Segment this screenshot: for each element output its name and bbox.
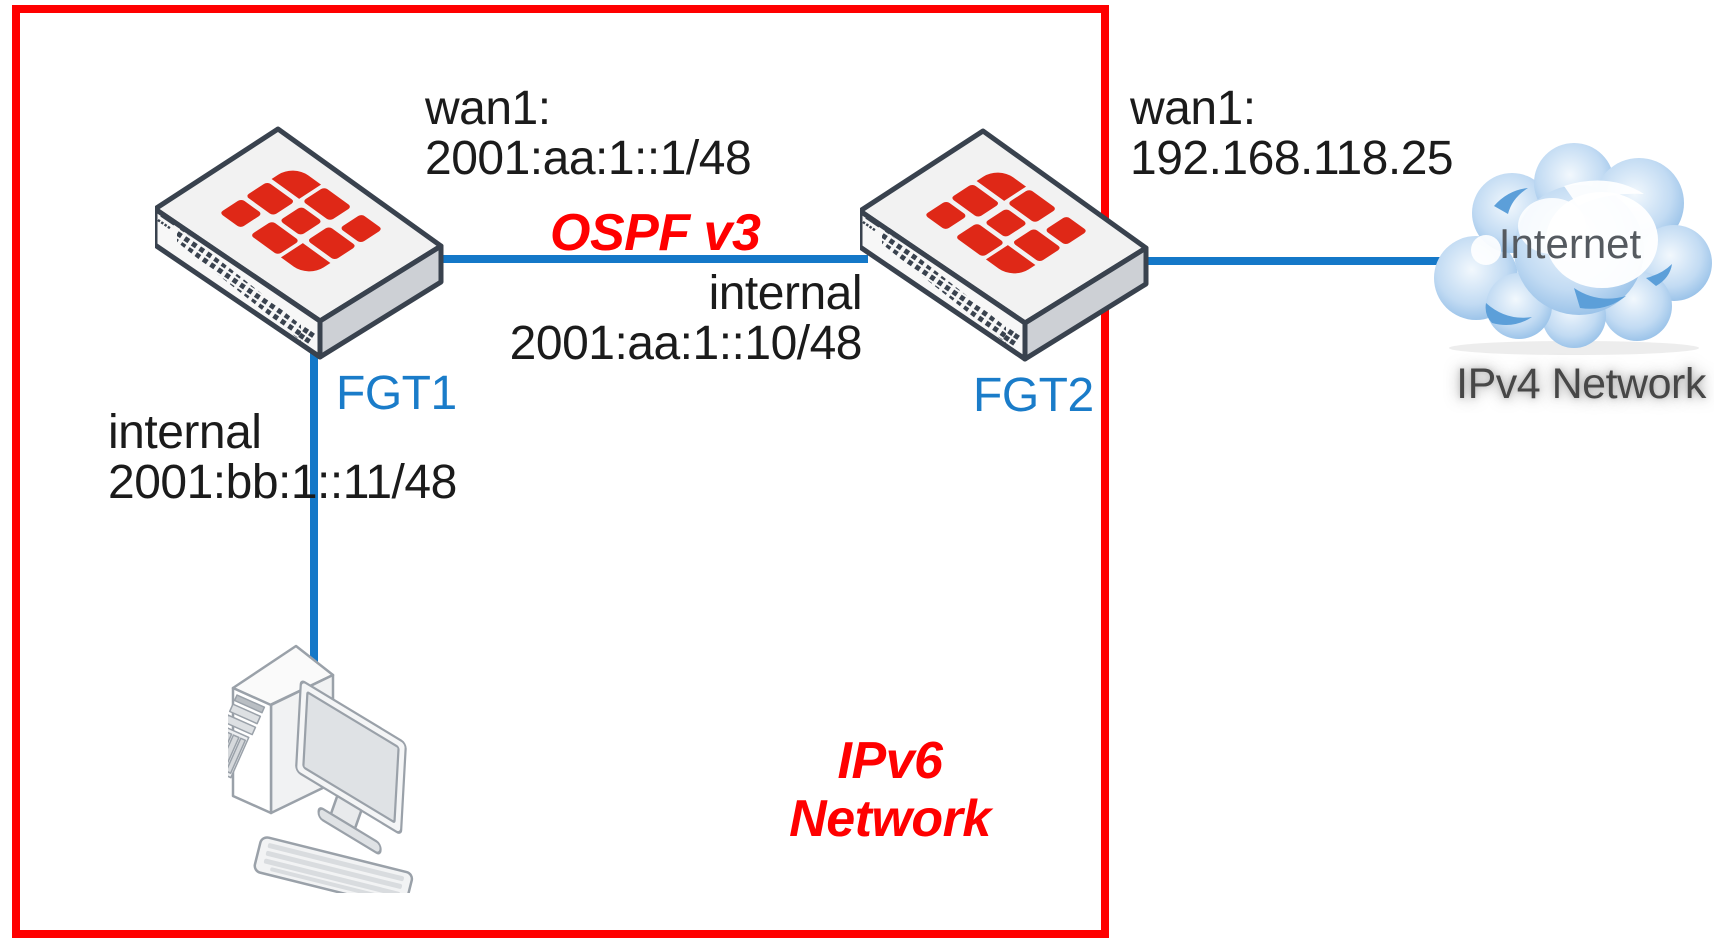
internet-label: Internet	[1499, 220, 1642, 267]
link-fgt1-computer	[310, 330, 318, 662]
fgt2-wan1-label: wan1: 192.168.118.25	[1130, 82, 1454, 185]
fgt2-wan1-port: wan1:	[1130, 82, 1256, 135]
fgt1-node-fortigate-appliance-icon	[155, 122, 447, 364]
computer-node-desktop-computer-icon	[228, 644, 414, 893]
link-fgt1-fgt2	[438, 255, 868, 263]
link-fgt2-internet	[1140, 257, 1448, 265]
fgt2-node-fortigate-appliance-icon	[860, 124, 1152, 366]
computer-keyboard	[253, 836, 414, 893]
ipv4-network-label: IPv4 Network	[1456, 360, 1706, 408]
fgt2-wan1-address: 192.168.118.25	[1130, 132, 1454, 185]
ipv6-zone-boundary	[12, 5, 1109, 938]
internet-node-cloud-icon: Internet	[1434, 143, 1712, 355]
computer-monitor	[295, 680, 407, 855]
